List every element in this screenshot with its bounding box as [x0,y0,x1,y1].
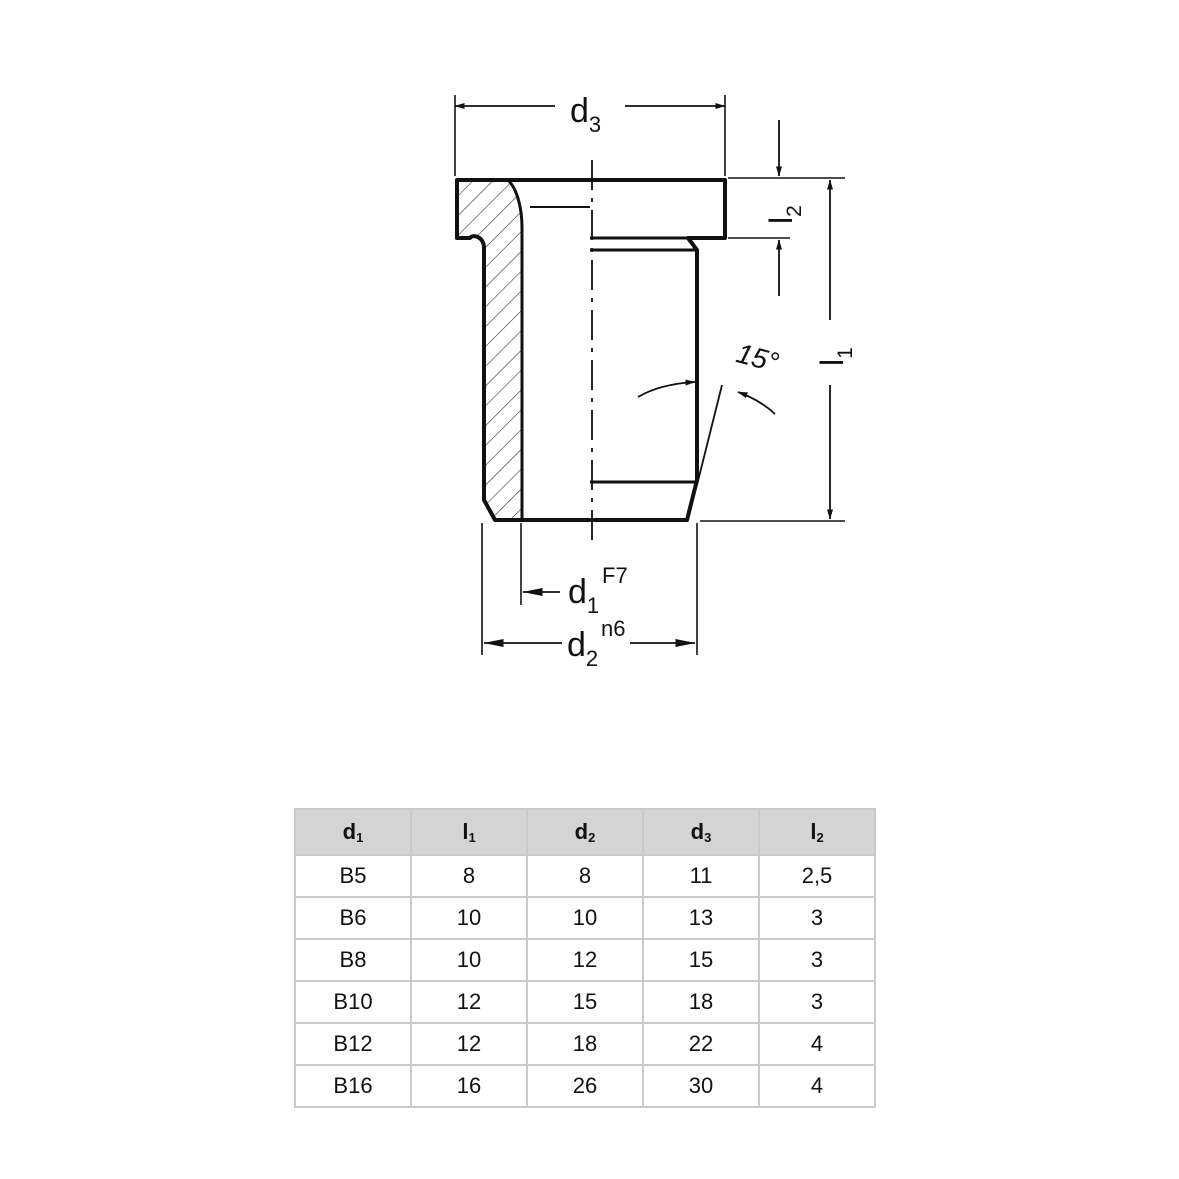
header-l1: l1 [410,808,528,856]
header-d3: d3 [642,808,760,856]
cell-d2: 15 [526,980,644,1024]
cell-d1: B16 [294,1064,412,1108]
header-d1: d1 [294,808,412,856]
extension-lines [454,95,845,655]
header-l2: l2 [758,808,876,856]
bushing-drawing: d3 l2 l1 15° d1 F7 d2 n6 [454,92,857,671]
dim-l2: l2 [763,120,806,296]
table-row: B8 10 12 15 3 [294,938,876,982]
d3-base: d [570,92,589,130]
cell-l1: 16 [410,1064,528,1108]
d1-sub: 1 [587,593,599,618]
cell-d3: 18 [642,980,760,1024]
cell-d1: B10 [294,980,412,1024]
d1-tolerance: F7 [602,563,628,588]
d1-base: d [568,573,587,611]
cell-l2: 3 [758,938,876,982]
svg-text:l1: l1 [814,347,857,366]
bushing-outline [455,178,727,522]
l2-base: l [763,217,799,224]
cell-d2: 10 [526,896,644,940]
dim-d3: d3 [454,92,726,137]
table-row: B5 8 8 11 2,5 [294,854,876,898]
cell-d2: 26 [526,1064,644,1108]
table-row: B16 16 26 30 4 [294,1064,876,1108]
cell-d2: 12 [526,938,644,982]
cell-d1: B6 [294,896,412,940]
l1-base: l [814,359,850,366]
l2-sub: 2 [783,205,806,217]
dim-l1: l1 [814,179,857,520]
cell-d2: 18 [526,1022,644,1066]
d2-base: d [567,626,586,664]
cell-l1: 10 [410,938,528,982]
cell-l2: 4 [758,1022,876,1066]
cell-d1: B12 [294,1022,412,1066]
svg-text:d1: d1 [568,573,599,618]
cell-d3: 13 [642,896,760,940]
outer-contour [455,178,727,522]
cell-l1: 10 [410,896,528,940]
cell-d1: B8 [294,938,412,982]
table-header-row: d1 l1 d2 d3 l2 [294,808,876,856]
cell-l1: 12 [410,980,528,1024]
angle-label: 15° [733,337,782,378]
cell-d3: 22 [642,1022,760,1066]
header-d2: d2 [526,808,644,856]
cell-d3: 11 [642,854,760,898]
cell-l1: 8 [410,854,528,898]
cell-l2: 3 [758,980,876,1024]
svg-text:d3: d3 [570,92,601,137]
table-row: B10 12 15 18 3 [294,980,876,1024]
cell-l2: 3 [758,896,876,940]
table-row: B12 12 18 22 4 [294,1022,876,1066]
cell-l2: 4 [758,1064,876,1108]
svg-text:d2: d2 [567,626,598,671]
cell-d2: 8 [526,854,644,898]
d2-tolerance: n6 [601,616,625,641]
cell-d1: B5 [294,854,412,898]
l1-sub: 1 [834,347,857,359]
cell-l1: 12 [410,1022,528,1066]
table-row: B6 10 10 13 3 [294,896,876,940]
svg-text:l2: l2 [763,205,806,224]
cell-d3: 15 [642,938,760,982]
cell-l2: 2,5 [758,854,876,898]
dim-angle: 15° [637,337,782,486]
d2-sub: 2 [586,646,598,671]
dimension-table: d1 l1 d2 d3 l2 B5 8 8 11 2,5 B6 10 10 13… [294,808,876,1108]
section-hatch [457,180,522,520]
bore-wall [506,178,524,520]
cell-d3: 30 [642,1064,760,1108]
dim-d1: d1 F7 [522,563,628,618]
dim-d2: d2 n6 [483,616,696,671]
d3-sub: 3 [589,112,601,137]
